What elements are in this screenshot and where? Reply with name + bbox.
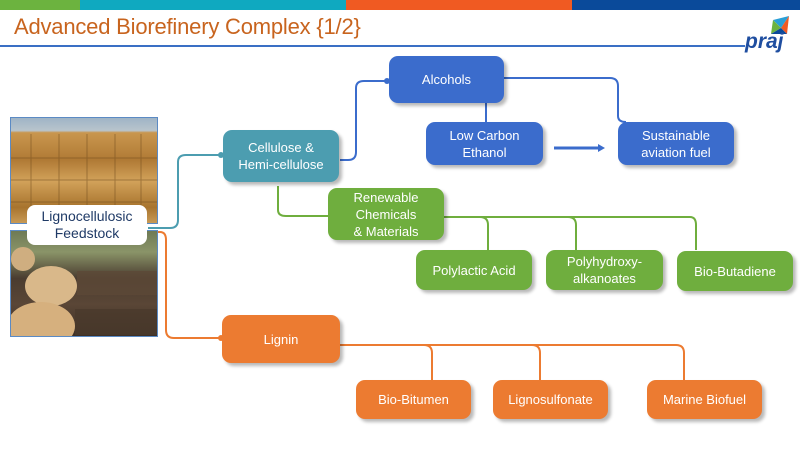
feedstock-label-line2: Feedstock (54, 225, 120, 241)
node-polyhydroxyalkanoates[interactable]: Polyhydroxy-alkanoates (546, 250, 663, 290)
node-text: & Materials (353, 223, 419, 239)
node-text: Renewable (353, 189, 419, 205)
wire-cellulose-chemicals (277, 186, 328, 217)
node-lignosulfonate[interactable]: Lignosulfonate (493, 380, 608, 419)
node-text: Alcohols (421, 72, 472, 87)
node-text: Cellulose & (248, 140, 314, 155)
node-text: aviation fuel (641, 144, 711, 160)
node-text: Lignin (263, 331, 299, 347)
node-bio-bitumen[interactable]: Bio-Bitumen (356, 380, 471, 419)
feedstock-label: Lignocellulosic Feedstock (27, 205, 147, 245)
node-text: Chemicals (355, 206, 417, 222)
node-bio-butadiene[interactable]: Bio-Butadiene (677, 251, 793, 291)
wire-lignin-lignosulfonate (424, 344, 541, 380)
node-cellulose[interactable]: Cellulose & Hemi-cellulose (223, 130, 339, 182)
node-text: Polyhydroxy- (566, 254, 643, 269)
node-text: Bio-Butadiene (694, 263, 776, 279)
praj-logo-icon (771, 16, 789, 34)
node-text: Bio-Bitumen (378, 392, 449, 407)
top-bar-teal (80, 0, 346, 10)
wire-cellulose-alcohols (340, 80, 388, 161)
wire-chemicals-pha (480, 216, 577, 250)
node-text: Marine Biofuel (662, 392, 747, 407)
title-underline (0, 45, 745, 47)
node-text: alkanoates (573, 271, 636, 286)
wire-lignin-marine (532, 344, 685, 380)
wire-alcohols-saf (504, 77, 627, 123)
node-polylactic-acid[interactable]: Polylactic Acid (416, 250, 532, 290)
top-bar-orange (346, 0, 572, 10)
node-alcohols[interactable]: Alcohols (389, 56, 504, 103)
node-text: Hemi-cellulose (238, 157, 324, 172)
wire-lignin-bitumen (340, 344, 433, 380)
wood-logs-image (10, 230, 158, 337)
praj-logo-text: praj (745, 30, 784, 53)
node-text: Lignosulfonate (508, 392, 593, 407)
wire-feedstock-lignin (148, 231, 222, 339)
top-color-bar (0, 0, 800, 10)
slide-title: Advanced Biorefinery Complex {1/2} (14, 14, 361, 39)
wire-chemicals-pla (444, 216, 489, 250)
node-marine-biofuel[interactable]: Marine Biofuel (647, 380, 762, 419)
node-text: Polylactic Acid (432, 262, 516, 278)
top-bar-blue (572, 0, 800, 10)
node-text: Sustainable (642, 127, 710, 143)
top-bar-green (0, 0, 80, 10)
node-text: Ethanol (462, 144, 507, 160)
wire-chemicals-butadiene (568, 216, 697, 250)
wire-feedstock-cellulose (148, 154, 222, 229)
node-lignin[interactable]: Lignin (222, 315, 340, 363)
feedstock-label-line1: Lignocellulosic (41, 208, 133, 224)
node-text: Low Carbon (449, 127, 520, 143)
